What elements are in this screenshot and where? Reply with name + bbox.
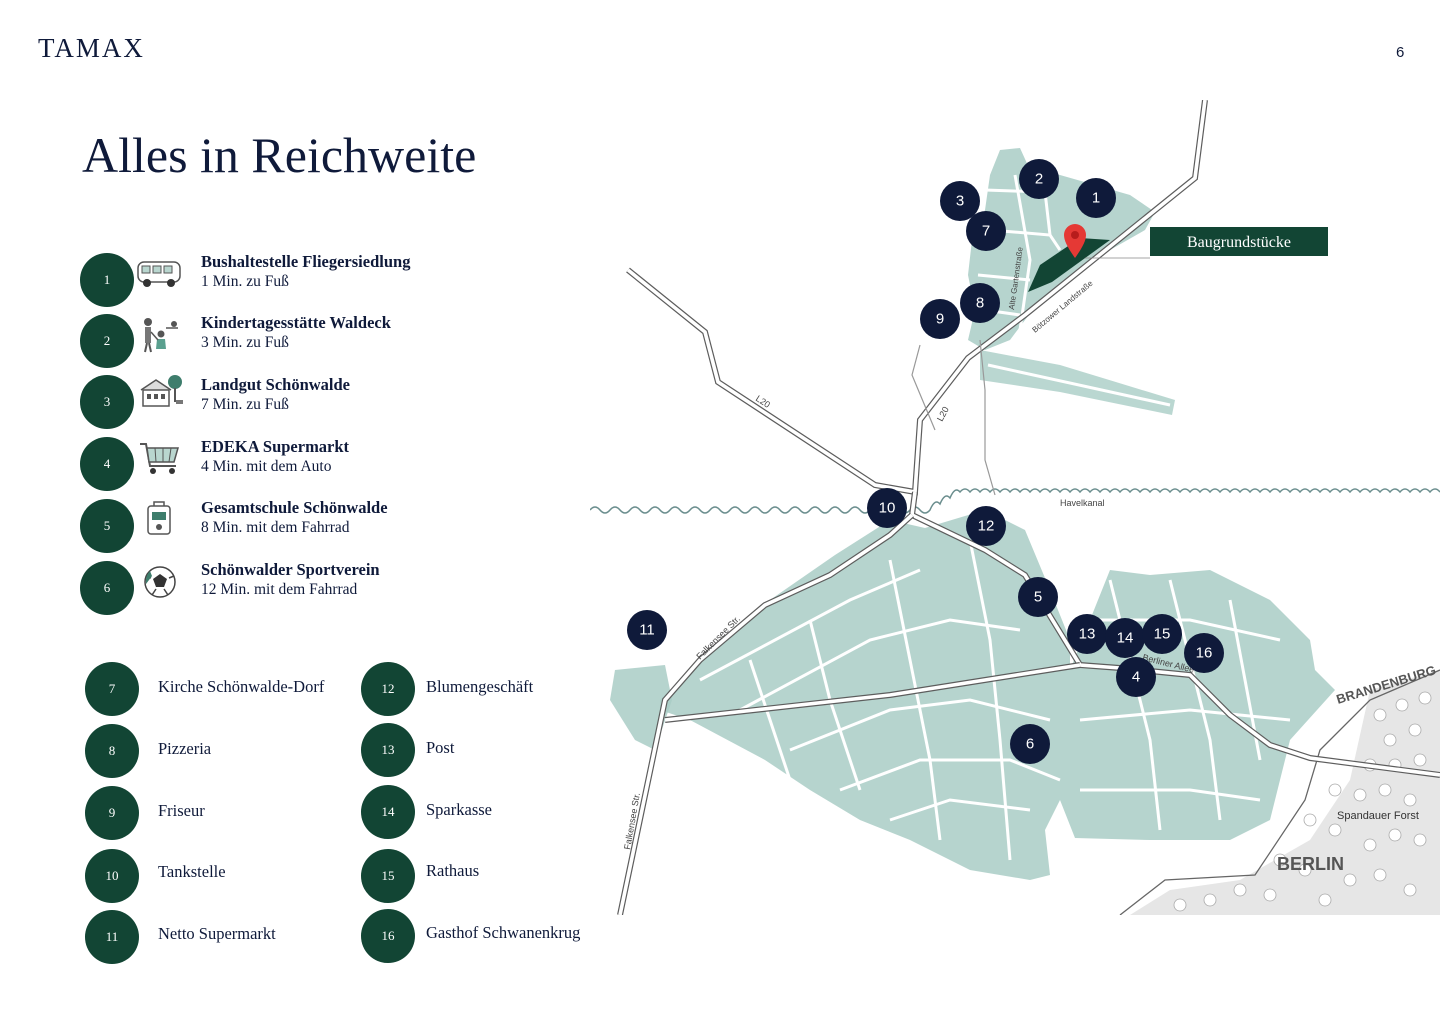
map-marker-4: 4: [1116, 657, 1156, 697]
state-border: [1119, 669, 1440, 915]
place-name: Kindertagesstätte Waldeck: [201, 313, 391, 332]
svg-text:10: 10: [879, 500, 896, 517]
place-travel-time: 7 Min. zu Fuß: [201, 396, 289, 413]
place-travel-time: 12 Min. mit dem Fahrrad: [201, 581, 358, 598]
place-number-badge: 15: [361, 849, 415, 903]
property-plot: [1028, 238, 1110, 292]
svg-text:8: 8: [976, 295, 984, 312]
place-number-badge: 1: [80, 253, 134, 307]
place-number-badge: 11: [85, 910, 139, 964]
place-number-badge: 6: [80, 561, 134, 615]
place-name: Post: [426, 738, 455, 757]
place-name: Gesamtschule Schönwalde: [201, 498, 388, 517]
place-name: Netto Supermarkt: [158, 924, 276, 943]
place-number-badge: 9: [85, 786, 139, 840]
svg-text:11: 11: [639, 622, 655, 639]
main-roads: [617, 100, 1440, 915]
place-number-badge: 10: [85, 849, 139, 903]
svg-text:15: 15: [1154, 626, 1171, 643]
place-number-badge: 13: [361, 723, 415, 777]
map-marker-1: 1: [1076, 178, 1116, 218]
page-number: 6: [1396, 44, 1405, 61]
region-label-berlin: BERLIN: [1277, 854, 1344, 874]
forest-area: [1130, 670, 1440, 915]
place-name: Rathaus: [426, 861, 480, 880]
svg-text:9: 9: [936, 311, 944, 328]
soccer-ball-icon: [144, 566, 176, 598]
road-label-havelkanal: Havelkanal: [1060, 498, 1105, 508]
map-marker-8: 8: [960, 283, 1000, 323]
svg-text:14: 14: [1117, 630, 1134, 647]
place-name: Pizzeria: [158, 739, 212, 758]
school-bag-icon: [147, 501, 171, 535]
place-name: Friseur: [158, 801, 205, 820]
family-icon: [144, 318, 178, 353]
region-label-spandauer-forst: Spandauer Forst: [1337, 810, 1419, 822]
place-name: Kirche Schönwalde-Dorf: [158, 677, 325, 696]
place-name: EDEKA Supermarkt: [201, 437, 350, 456]
place-name: Tankstelle: [158, 862, 226, 881]
place-travel-time: 1 Min. zu Fuß: [201, 273, 289, 290]
place-name: Sparkasse: [426, 800, 492, 819]
svg-text:12: 12: [978, 518, 995, 535]
place-name: Gasthof Schwanenkrug: [426, 923, 581, 942]
map-marker-7: 7: [966, 211, 1006, 251]
bus-icon: [137, 261, 181, 287]
map-marker-5: 5: [1018, 577, 1058, 617]
property-label: Baugrundstücke: [1187, 234, 1291, 251]
map-markers: 1 2 3 7 8 9 10 12 5 11 13 14 15 16 4 6: [627, 159, 1224, 764]
map-marker-12: 12: [966, 506, 1006, 546]
page-title: Alles in Reichweite: [82, 127, 477, 183]
place-name: Schönwalder Sportverein: [201, 560, 380, 579]
map-marker-13: 13: [1067, 614, 1107, 654]
place-number-badge: 5: [80, 499, 134, 553]
place-name: Bushaltestelle Fliegersiedlung: [201, 252, 411, 271]
minor-road: [911, 339, 996, 496]
svg-text:16: 16: [1196, 645, 1213, 662]
map-marker-9: 9: [920, 299, 960, 339]
manor-house-icon: [140, 375, 183, 407]
svg-text:7: 7: [982, 223, 990, 240]
svg-text:5: 5: [1034, 589, 1042, 606]
map-marker-10: 10: [867, 488, 907, 528]
map-marker-2: 2: [1019, 159, 1059, 199]
svg-text:1: 1: [1092, 190, 1100, 207]
tamax-logo: TAMAX: [38, 33, 145, 63]
map-marker-14: 14: [1105, 618, 1145, 658]
place-number-badge: 14: [361, 785, 415, 839]
map-marker-15: 15: [1142, 614, 1182, 654]
place-number-badge: 12: [361, 662, 415, 716]
property-label-box: [1150, 227, 1328, 256]
map-marker-6: 6: [1010, 724, 1050, 764]
svg-text:6: 6: [1026, 736, 1034, 753]
area-map: Baugrundstücke L20 L20 Alte Gartenstraße…: [590, 100, 1440, 915]
place-number-badge: 2: [80, 314, 134, 368]
map-marker-11: 11: [627, 610, 667, 650]
south-settlement-area: [660, 510, 1335, 880]
place-number-badge: 7: [85, 662, 139, 716]
map-marker-3: 3: [940, 181, 980, 221]
map-marker-16: 16: [1184, 633, 1224, 673]
place-travel-time: 3 Min. zu Fuß: [201, 334, 289, 351]
place-number-badge: 3: [80, 375, 134, 429]
forest-trees: [1173, 691, 1432, 912]
place-number-badge: 8: [85, 724, 139, 778]
north-settlement-area: [968, 148, 1155, 350]
shopping-cart-icon: [140, 443, 179, 474]
location-pin-icon: [1064, 224, 1086, 258]
svg-text:4: 4: [1132, 669, 1140, 686]
place-number-badge: 4: [80, 437, 134, 491]
svg-text:2: 2: [1035, 171, 1043, 188]
place-number-badge: 16: [361, 909, 415, 963]
havelkanal-waterline: [590, 488, 1440, 514]
svg-text:3: 3: [956, 193, 964, 210]
place-travel-time: 4 Min. mit dem Auto: [201, 458, 332, 475]
place-name: Landgut Schönwalde: [201, 375, 351, 394]
svg-text:13: 13: [1079, 626, 1096, 643]
place-name: Blumengeschäft: [426, 677, 534, 696]
road-label-l20-north: L20: [935, 405, 951, 423]
north-settlement-strip: [980, 350, 1175, 415]
place-travel-time: 8 Min. mit dem Fahrrad: [201, 519, 350, 536]
